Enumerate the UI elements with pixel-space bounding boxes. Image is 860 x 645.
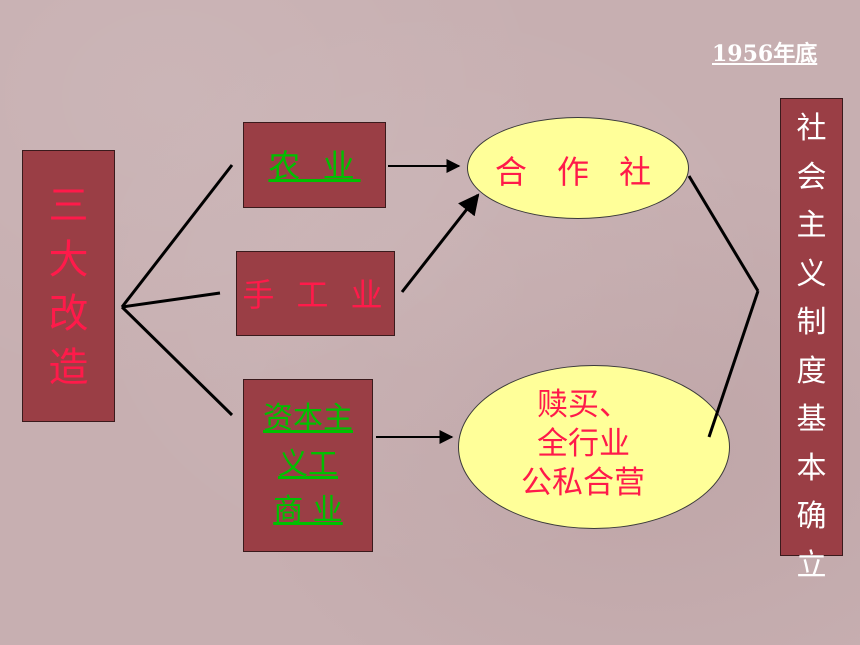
socialist-system-label: 社 会 主 义 制 度 基 本 确 立 [781, 105, 842, 590]
capitalist-commerce-link[interactable]: 资本主 义工 商 业 [244, 396, 372, 534]
branch-line-agriculture [120, 164, 234, 308]
conclusion-char: 社 [796, 111, 827, 146]
conclusion-char: 会 [796, 159, 827, 195]
cooperative-ellipse: 合 作 社 [467, 117, 689, 219]
socialist-system-box: 社 会 主 义 制 度 基 本 确 立 [780, 98, 843, 583]
conclusion-char: 本 [796, 450, 827, 486]
three-transformations-box: 三 大 改 造 [22, 150, 115, 422]
conclusion-char: 基 [796, 402, 827, 437]
handicraft-label: 手 工 业 [242, 276, 389, 314]
capitalist-commerce-box[interactable]: 资本主 义工 商 业 [243, 379, 373, 552]
buyout-line: 公私合营 [521, 465, 645, 501]
main-char: 大 [48, 237, 89, 283]
handicraft-box: 手 工 业 [236, 251, 395, 336]
conclusion-char: 立 [796, 547, 827, 583]
bracket-line-lower [707, 290, 760, 438]
conclusion-char: 主 [796, 208, 827, 243]
conclusion-char: 度 [796, 353, 827, 389]
buyout-line: 全行业 [537, 426, 630, 462]
three-transformations-label: 三 大 改 造 [23, 179, 114, 395]
buyout-line: 赎买、 [537, 387, 630, 423]
conclusion-char: 确 [796, 499, 827, 534]
buyout-ellipse: 赎买、 全行业 公私合营 [458, 365, 730, 529]
conclusion-char: 制 [796, 305, 827, 340]
agriculture-link[interactable]: 农 业 [268, 147, 361, 185]
bracket-line-upper [687, 175, 760, 292]
branch-line-handicraft [121, 291, 221, 309]
branch-line-capitalist [120, 305, 234, 417]
capitalist-line: 义工 [278, 447, 338, 482]
main-char: 改 [48, 291, 89, 337]
arrow-handicraft-to-cooperative [400, 193, 480, 293]
capitalist-line: 资本主 [263, 401, 353, 436]
main-char: 三 [48, 183, 89, 229]
date-label: 1956年底 [712, 41, 818, 67]
capitalist-line: 商 业 [273, 493, 343, 528]
conclusion-char: 义 [796, 256, 827, 292]
main-char: 造 [48, 345, 89, 391]
cooperative-label: 合 作 社 [494, 153, 662, 191]
agriculture-box[interactable]: 农 业 [243, 122, 386, 208]
